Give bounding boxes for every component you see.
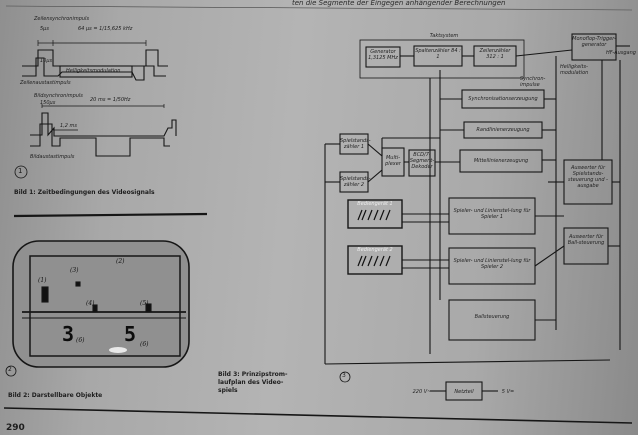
score-counter-1-block: Spielstands-zähler 1 <box>340 138 371 150</box>
brightness-label: Helligkeits-modulation <box>560 64 589 76</box>
fig2-number-circle <box>5 365 17 377</box>
score-evaluator-block: Auswerter für Spielstands-steuerung und … <box>568 165 608 189</box>
player2-position-block: Spieler- und Linienstel-lung für Spieler… <box>453 258 531 270</box>
right-paddle <box>145 303 152 313</box>
10us-label: 10μs <box>40 58 53 64</box>
frame-blank-waveform <box>30 123 170 157</box>
fig3-number-circle <box>339 371 351 383</box>
modulation-label: Helligkeitsmodulation <box>66 68 121 74</box>
tag-5: (5) <box>140 300 149 307</box>
ball-evaluator-block: Auswerter für Ball-steuerung <box>567 234 605 246</box>
power-supply-block: Netzteil <box>454 389 474 395</box>
column-counter-block: Spaltenzähler 84 : 1 <box>415 48 461 60</box>
rf-output-label: HF-Ausgang <box>606 50 636 56</box>
tag-3: (3) <box>70 267 79 274</box>
modulation-box <box>59 65 133 78</box>
score-right-tag: (6) <box>140 341 149 348</box>
line-blank-waveform <box>22 57 166 81</box>
playfield-border <box>29 255 181 357</box>
generator-block: Generator 1,3125 MHz <box>368 49 398 61</box>
frame-sync-label: Bildsynchronimpuls <box>34 93 83 99</box>
tag-2: (2) <box>116 258 125 265</box>
centerline-generation-block: Mittellinienerzeugung <box>473 158 529 164</box>
score-left: 3 <box>62 322 75 346</box>
line-blank-label: Zeilenaustastimpuls <box>20 80 71 86</box>
20ms-label: 20 ms = 1/50Hz <box>90 97 131 103</box>
tag-4: (4) <box>86 300 95 307</box>
fig3-caption-line1: Bild 3: Prinzipstrom- <box>218 371 288 378</box>
control-unit-2-label: Bediengerät 2 <box>357 247 393 253</box>
bcd-decoder-block: BCD/7-Segment-Dekoder <box>409 152 435 170</box>
fig2-caption: Bild 2: Darstellbare Objekte <box>8 392 103 399</box>
64us-label: 64 μs = 1/15,625 kHz <box>78 26 133 32</box>
tag-1: (1) <box>38 277 47 284</box>
control-unit-1-label: Bediengerät 1 <box>357 201 393 207</box>
multiplexer-block: Multi-plexer <box>385 155 401 167</box>
tv-screen <box>12 240 190 368</box>
fig3-caption-line2: laufplan des Video- <box>218 379 284 386</box>
frame-blank-label: Bildaustastimpuls <box>30 154 75 160</box>
fig1-number-circle <box>14 165 28 179</box>
line-sync-label: Zeilensynchronimpuls <box>34 16 90 22</box>
5us-label: 5μs <box>40 26 49 32</box>
player1-position-block: Spieler- und Linienstel-lung für Spieler… <box>453 208 531 220</box>
dc-output-label: 5 V= <box>501 389 515 395</box>
150us-label: 150μs <box>40 100 56 106</box>
trigger-generator-block: Monoflop-Trigger-generator <box>572 36 616 48</box>
ball-control-block: Ballsteuerung <box>474 314 510 320</box>
sync-generation-block: Synchronisationserzeugung <box>468 96 538 102</box>
left-paddle <box>41 286 49 303</box>
score-counter-2-block: Spielstands-zähler 2 <box>340 176 371 188</box>
border-generation-block: Randlinienerzeugung <box>476 127 530 133</box>
screen-glare <box>109 347 127 353</box>
line-counter-block: Zeilenzähler 312 : 1 <box>479 48 511 60</box>
fig2-number: 2 <box>8 366 12 373</box>
page-number: 290 <box>6 423 25 433</box>
right-paddle-2 <box>92 304 98 313</box>
score-right: 5 <box>124 322 137 346</box>
header-fragment: ten die Segmente der Eingegen anhängende… <box>292 0 506 7</box>
score-left-tag: (6) <box>76 337 85 344</box>
frame-sync-waveform <box>30 112 177 137</box>
fig3-caption-line3: spiels <box>218 387 238 394</box>
sync-pulses-label: Synchron-impulse <box>520 76 546 88</box>
fig1-number: 1 <box>18 167 23 175</box>
1.2ms-label: 1,2 ms <box>60 123 78 129</box>
taktsystem-title: Taktsystem <box>429 33 459 39</box>
mains-input-label: 220 V~ <box>412 389 432 395</box>
fig3-number: 3 <box>342 372 346 379</box>
ball <box>75 281 81 287</box>
fig1-caption: Bild 1: Zeitbedingungen des Videosignals <box>14 189 155 196</box>
takt-box <box>359 39 525 79</box>
